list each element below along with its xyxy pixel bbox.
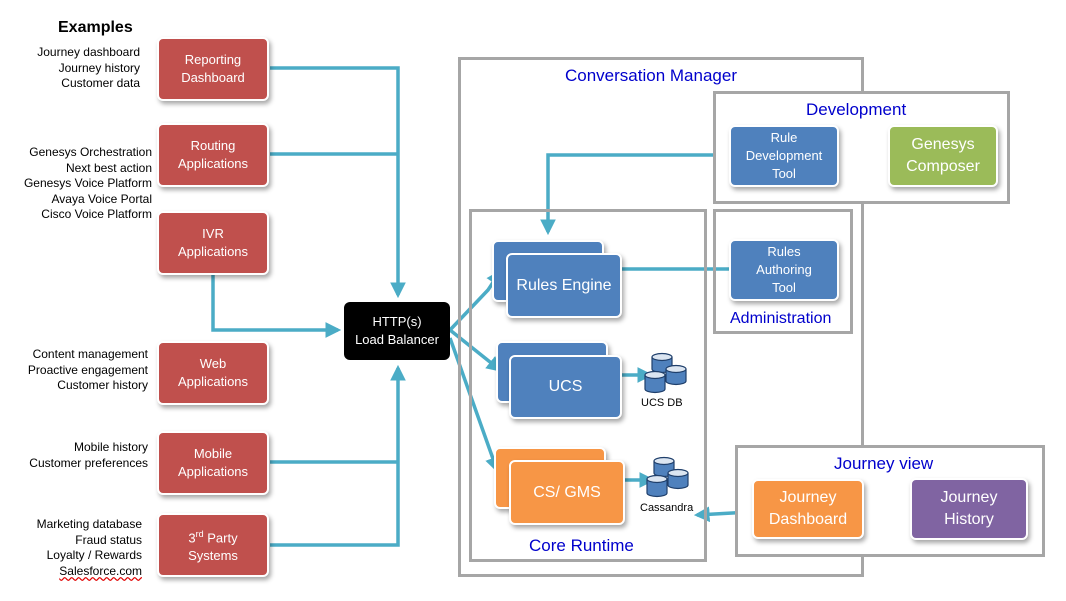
third-party-line2: Systems bbox=[188, 548, 238, 564]
examples-heading: Examples bbox=[58, 19, 133, 36]
example-item: Content management bbox=[32, 347, 148, 361]
arrow-ruledev-to-rulesengine bbox=[540, 153, 728, 236]
third-party-line1: 3rd Party bbox=[188, 525, 237, 547]
examples-web: Content management Proactive engagement … bbox=[28, 347, 148, 394]
example-item: Loyalty / Rewards bbox=[46, 548, 142, 562]
mobile-applications-box: Mobile Applications bbox=[157, 431, 269, 495]
ucs-db-label: UCS DB bbox=[641, 397, 683, 409]
example-item: Avaya Voice Portal bbox=[51, 191, 152, 206]
example-item: Cisco Voice Platform bbox=[41, 207, 152, 221]
ucs-box: UCS bbox=[509, 355, 622, 419]
core-runtime-title: Core Runtime bbox=[529, 536, 634, 555]
development-title: Development bbox=[806, 100, 907, 119]
reporting-dashboard-box: Reporting Dashboard bbox=[157, 37, 269, 101]
journey-view-title: Journey view bbox=[834, 454, 934, 473]
examples-mobile: Mobile history Customer preferences bbox=[29, 440, 148, 471]
ivr-applications-box: IVR Applications bbox=[157, 211, 269, 275]
conversation-manager-title: Conversation Manager bbox=[565, 66, 737, 85]
rule-development-tool-box: Rule Development Tool bbox=[729, 125, 839, 187]
cassandra-label: Cassandra bbox=[640, 502, 694, 514]
arrow-ivr-to-lb bbox=[211, 275, 342, 338]
load-balancer-box: HTTP(s) Load Balancer bbox=[344, 302, 450, 360]
example-item: Genesys Orchestration bbox=[29, 145, 152, 159]
administration-frame bbox=[713, 209, 853, 334]
example-item: Mobile history bbox=[73, 440, 148, 454]
third-party-word: Party bbox=[203, 530, 238, 546]
third-party-suffix: rd bbox=[195, 528, 204, 539]
example-item: Marketing database bbox=[36, 517, 142, 531]
arrow-reporting-to-lb bbox=[270, 66, 406, 299]
examples-routing: Genesys Orchestration Next best action G… bbox=[24, 145, 152, 223]
example-item: Customer preferences bbox=[29, 455, 148, 470]
routing-applications-box: Routing Applications bbox=[157, 123, 269, 187]
core-runtime-frame bbox=[469, 209, 707, 562]
example-item: Next best action bbox=[65, 160, 152, 175]
web-applications-box: Web Applications bbox=[157, 341, 269, 405]
example-item: Journey history bbox=[58, 60, 140, 75]
example-item: Fraud status bbox=[75, 532, 142, 547]
third-party-number: 3 bbox=[188, 530, 196, 546]
example-item: Journey dashboard bbox=[37, 45, 140, 59]
examples-reporting: Journey dashboard Journey history Custom… bbox=[37, 45, 140, 92]
csgms-box: CS/ GMS bbox=[509, 460, 625, 525]
example-item: Customer history bbox=[57, 378, 148, 392]
journey-history-box: Journey History bbox=[910, 478, 1028, 540]
example-item: Genesys Voice Platform bbox=[23, 176, 152, 190]
cassandra-db-icon bbox=[646, 456, 689, 498]
arrow-lb-to-csgms bbox=[448, 337, 501, 473]
rules-engine-box: Rules Engine bbox=[506, 253, 622, 318]
example-item: Customer data bbox=[61, 76, 140, 90]
example-item: Proactive engagement bbox=[27, 362, 148, 377]
examples-third-party: Marketing database Fraud status Loyalty … bbox=[37, 517, 142, 579]
journey-dashboard-box: Journey Dashboard bbox=[752, 479, 864, 539]
third-party-systems-box: 3rd Party Systems bbox=[157, 513, 269, 577]
conversation-manager-frame bbox=[458, 57, 864, 577]
genesys-composer-box: Genesys Composer bbox=[888, 125, 998, 187]
rules-authoring-tool-box: Rules Authoring Tool bbox=[729, 239, 839, 301]
example-item: Salesforce.com bbox=[59, 563, 142, 578]
administration-title: Administration bbox=[730, 310, 832, 327]
arrow-thirdparty-to-lb bbox=[270, 364, 406, 547]
ucs-db-icon bbox=[644, 352, 687, 394]
